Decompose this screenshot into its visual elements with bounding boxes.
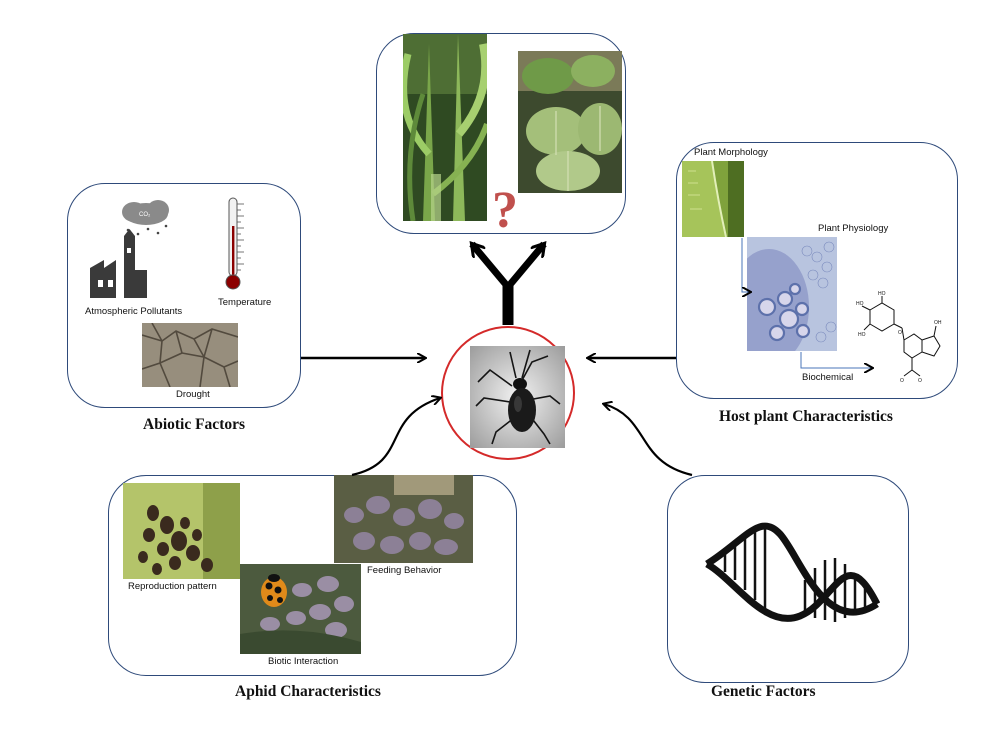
pollutants-label: Atmospheric Pollutants: [85, 306, 183, 317]
aphid-center-circle: [441, 326, 575, 460]
reproduction-photo: [123, 483, 240, 579]
genetic-factors-panel: [667, 475, 909, 683]
temperature-label: Temperature: [218, 297, 272, 308]
co2-label: CO₂: [139, 212, 151, 218]
dna-helix-icon: [705, 520, 880, 638]
genetic-factors-title: Genetic Factors: [711, 683, 816, 700]
svg-text:OH: OH: [934, 320, 942, 326]
plant-physiology-label: Plant Physiology: [818, 223, 889, 234]
morph-to-physiology-arrow: [741, 238, 750, 292]
maize-plant-photo: [403, 34, 487, 221]
y-left-branch: [469, 244, 511, 290]
biotic-interaction-label: Biotic Interaction: [268, 656, 339, 667]
biochemical-label: Biochemical: [802, 372, 854, 383]
svg-text:HO: HO: [858, 332, 866, 338]
drought-label: Drought: [176, 389, 210, 400]
biotic-interaction-photo: [240, 564, 361, 654]
drought-photo: [142, 323, 238, 387]
physiology-to-biochemical-arrow: [800, 352, 872, 368]
bean-plant-photo: [518, 51, 622, 193]
aphid-characteristics-title: Aphid Characteristics: [235, 683, 381, 700]
plant-physiology-photo: [747, 237, 837, 351]
svg-text:O: O: [898, 330, 902, 336]
plant-morphology-label: Plant Morphology: [694, 147, 768, 158]
chemical-structure-icon: HO HO HO O OH O O: [856, 288, 944, 386]
aphid-char-arrow: [351, 398, 440, 477]
y-right-branch: [505, 244, 547, 290]
abiotic-factors-title: Abiotic Factors: [143, 416, 246, 433]
feeding-photo: [334, 475, 473, 563]
thermometer-icon: [222, 196, 248, 292]
factory-pollution-icon: CO₂: [86, 196, 176, 298]
reproduction-label: Reproduction pattern: [128, 581, 217, 592]
svg-text:HO: HO: [878, 291, 886, 297]
question-mark: ?: [492, 182, 518, 239]
svg-text:HO: HO: [856, 301, 864, 307]
host-plant-title: Host plant Characteristics: [719, 408, 893, 425]
svg-text:O: O: [900, 378, 904, 384]
plant-morphology-photo: [682, 161, 744, 237]
aphid-photo: [470, 346, 565, 448]
svg-text:O: O: [918, 378, 922, 384]
genetic-arrow: [604, 404, 693, 477]
feeding-label: Feeding Behavior: [367, 565, 442, 576]
